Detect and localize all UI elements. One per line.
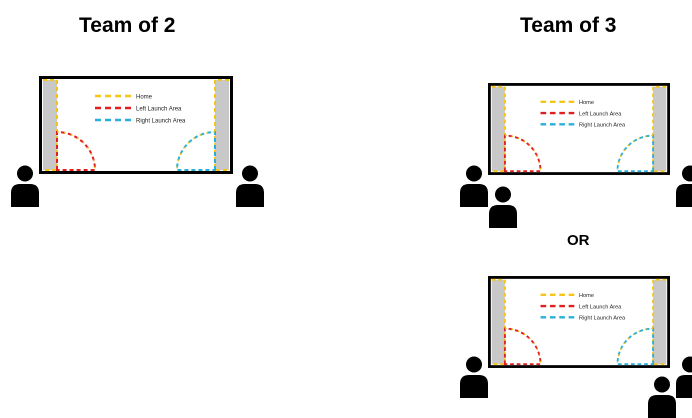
person-icon	[648, 376, 676, 418]
team-of-3-title: Team of 3	[520, 14, 617, 37]
person-icon	[676, 165, 692, 207]
left-home-outline	[43, 79, 58, 171]
legend: Home Left Launch Area Right Launch Area	[540, 100, 626, 129]
legend-home: Home	[136, 95, 153, 101]
legend: Home Left Launch Area Right Launch Area	[95, 95, 186, 125]
right-home-zone	[215, 80, 229, 170]
legend-home: Home	[579, 100, 594, 106]
field-team-of-2: Home Left Launch Area Right Launch Area	[39, 76, 233, 174]
legend: Home Left Launch Area Right Launch Area	[540, 293, 626, 322]
person-icon	[236, 165, 264, 207]
field-team-of-3-top: Home Left Launch Area Right Launch Area	[488, 83, 670, 175]
person-icon	[11, 165, 39, 207]
legend-right-launch: Right Launch Area	[579, 316, 626, 322]
or-label: OR	[567, 232, 590, 249]
person-icon	[489, 186, 517, 228]
right-home-outline	[214, 79, 229, 171]
legend-left-launch: Left Launch Area	[579, 304, 622, 310]
team-of-2-title: Team of 2	[79, 14, 176, 37]
left-home-zone	[43, 80, 57, 170]
legend-right-launch: Right Launch Area	[136, 119, 186, 125]
legend-right-launch: Right Launch Area	[579, 123, 626, 129]
person-icon	[676, 356, 692, 398]
person-icon	[460, 165, 488, 207]
field-team-of-3-bottom: Home Left Launch Area Right Launch Area	[488, 276, 670, 368]
person-icon	[460, 356, 488, 398]
legend-left-launch: Left Launch Area	[136, 107, 182, 113]
legend-home: Home	[579, 293, 594, 299]
legend-left-launch: Left Launch Area	[579, 111, 622, 117]
